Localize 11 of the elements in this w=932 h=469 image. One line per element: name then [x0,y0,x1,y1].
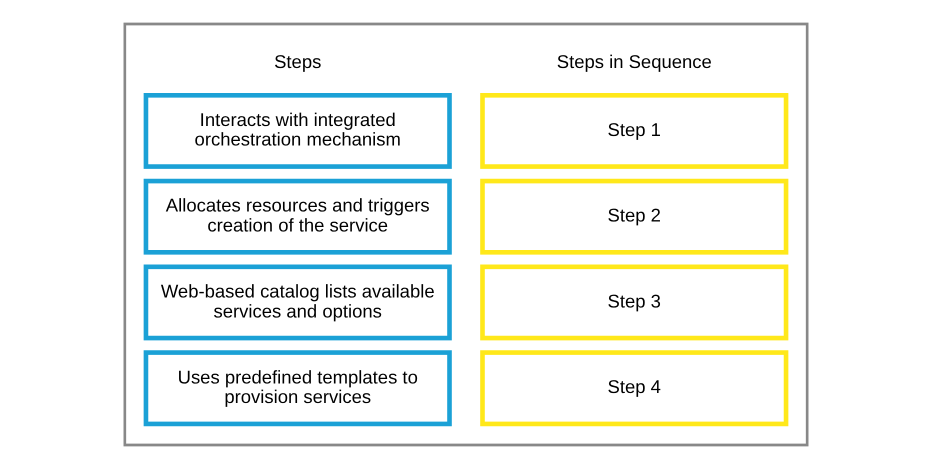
label: Steps [274,50,322,72]
cluster [124,22,808,446]
node-box: Web-based catalog lists available services and options [144,264,452,340]
node-box: Step 2 [480,178,788,255]
node-box: Interacts with integrated orchestration mechanism [144,92,452,169]
node-box: Allocates resources and triggers creation of the service [144,178,452,255]
node-box: Step 4 [480,350,788,426]
node-box: Step 3 [480,264,788,340]
node-box: Step 1 [480,92,788,169]
label: Steps in Sequence [556,50,712,72]
node-box: Uses predefined templates to provision services [144,350,452,426]
